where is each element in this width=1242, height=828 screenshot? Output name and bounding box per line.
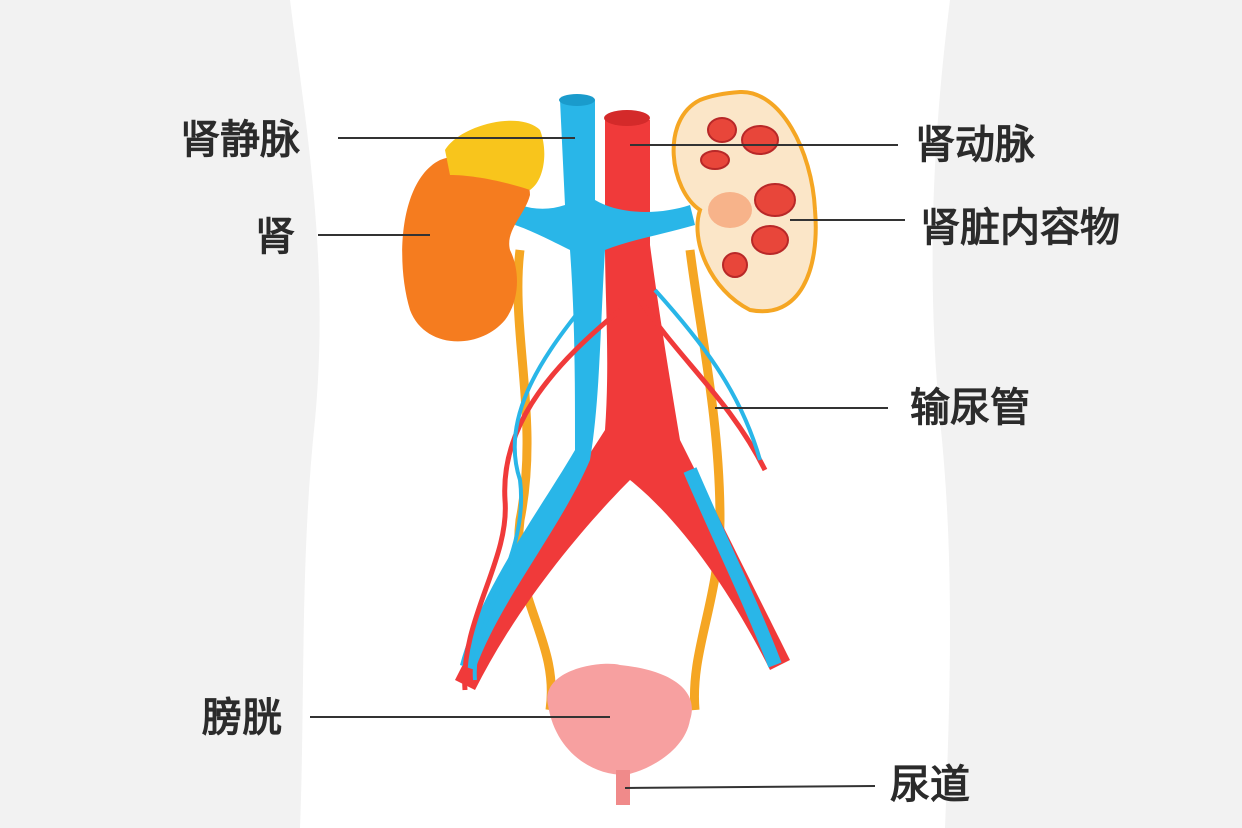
gonadal-vein-right bbox=[653, 288, 762, 461]
gonadal-vein-left bbox=[472, 308, 582, 681]
leader-lines bbox=[310, 137, 905, 789]
label-kidney-contents: 肾脏内容物 bbox=[920, 205, 1120, 251]
label-renal-vein: 肾静脉 bbox=[180, 117, 300, 163]
right-ureter bbox=[685, 249, 725, 711]
gonadal-artery-right bbox=[637, 298, 768, 472]
vena-cava bbox=[460, 100, 695, 670]
vena-cava-top bbox=[559, 94, 595, 106]
label-kidney: 肾 bbox=[255, 214, 295, 260]
label-bladder: 膀胱 bbox=[202, 695, 282, 741]
kidney-pyramids bbox=[700, 117, 796, 278]
label-ureter: 输尿管 bbox=[910, 385, 1030, 431]
aorta-top bbox=[604, 110, 650, 126]
gonadal-artery-left bbox=[462, 308, 622, 691]
renal-pelvis bbox=[708, 192, 752, 228]
bladder bbox=[547, 663, 692, 775]
label-urethra: 尿道 bbox=[890, 762, 970, 808]
right-leg-vein bbox=[683, 467, 782, 668]
left-kidney bbox=[402, 154, 530, 342]
label-renal-artery: 肾动脉 bbox=[915, 122, 1035, 168]
urethra-tube bbox=[616, 770, 630, 805]
